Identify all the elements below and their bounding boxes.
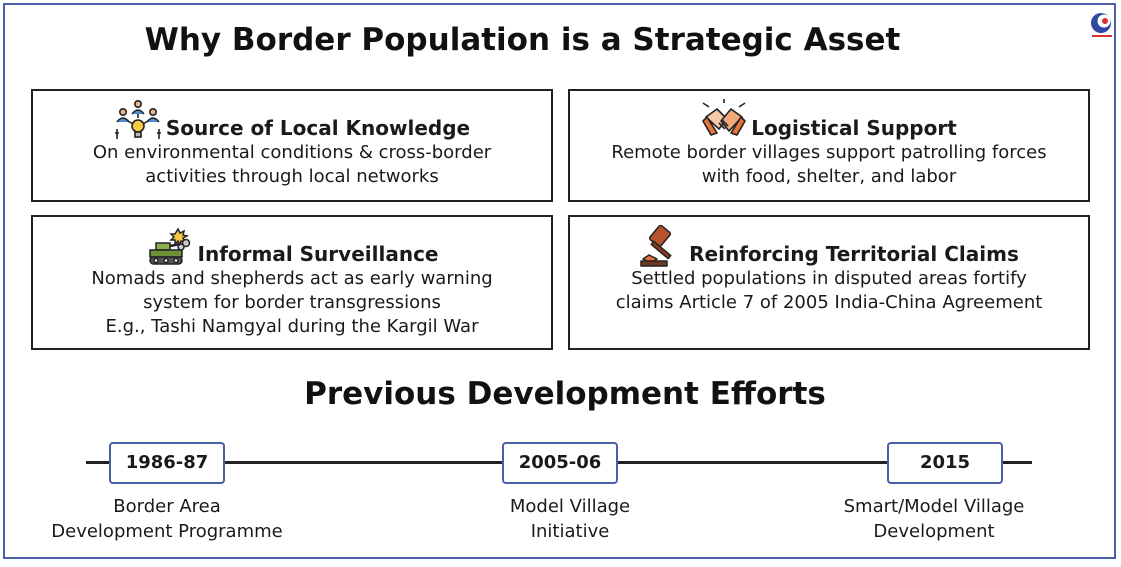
timeline-year-1986-87: 1986-87: [109, 442, 225, 484]
card-header: Logistical Support: [570, 91, 1088, 141]
page-title: Why Border Population is a Strategic Ass…: [144, 22, 901, 58]
card-logistical-support: Logistical Support Remote border village…: [568, 89, 1090, 202]
timeline-event-3: Smart/Model Village Development: [784, 494, 1084, 544]
card-title: Reinforcing Territorial Claims: [689, 242, 1019, 266]
card-body: Settled populations in disputed areas fo…: [570, 267, 1088, 315]
card-body: Remote border villages support patrollin…: [570, 141, 1088, 189]
timeline-event-2: Model Village Initiative: [420, 494, 720, 544]
card-header: Informal Surveillance: [33, 217, 551, 267]
card-body: On environmental conditions & cross-bord…: [33, 141, 551, 189]
card-local-knowledge: Source of Local Knowledge On environment…: [31, 89, 553, 202]
timeline-event-1: Border Area Development Programme: [17, 494, 317, 544]
card-header: Reinforcing Territorial Claims: [570, 217, 1088, 267]
card-line: Nomads and shepherds act as early warnin…: [91, 268, 493, 289]
card-line: Settled populations in disputed areas fo…: [631, 268, 1027, 289]
brand-logo-icon: [1091, 13, 1112, 37]
card-title: Logistical Support: [751, 116, 957, 140]
card-territorial-claims: Reinforcing Territorial Claims Settled p…: [568, 215, 1090, 350]
card-header: Source of Local Knowledge: [33, 91, 551, 141]
card-line: On environmental conditions & cross-bord…: [92, 142, 492, 163]
gavel-icon: [640, 225, 672, 267]
timeline-event-line: Development: [873, 521, 995, 542]
card-line: claims Article 7 of 2005 India-China Agr…: [615, 292, 1043, 313]
people-lightbulb-icon: [114, 99, 161, 139]
handshake-icon: [702, 99, 747, 136]
card-line: activities through local networks: [145, 166, 439, 187]
card-line: Remote border villages support patrollin…: [611, 142, 1047, 163]
timeline-event-line: Initiative: [530, 521, 610, 542]
timeline-year-2005-06: 2005-06: [502, 442, 618, 484]
timeline-event-line: Smart/Model Village: [843, 496, 1025, 517]
timeline-year-2015: 2015: [887, 442, 1003, 484]
section-title: Previous Development Efforts: [304, 376, 826, 412]
page-frame: [3, 3, 1116, 559]
timeline-event-line: Model Village: [509, 496, 631, 517]
timeline-event-line: Border Area: [113, 496, 221, 517]
card-title: Source of Local Knowledge: [165, 116, 471, 140]
card-informal-surveillance: Informal Surveillance Nomads and shepher…: [31, 215, 553, 350]
timeline-event-line: Development Programme: [51, 521, 283, 542]
card-line: E.g., Tashi Namgyal during the Kargil Wa…: [105, 316, 479, 337]
tank-explosion-icon: [148, 227, 190, 265]
card-body: Nomads and shepherds act as early warnin…: [33, 267, 551, 339]
card-title: Informal Surveillance: [197, 242, 439, 266]
card-line: with food, shelter, and labor: [701, 166, 957, 187]
card-line: system for border transgressions: [143, 292, 441, 313]
